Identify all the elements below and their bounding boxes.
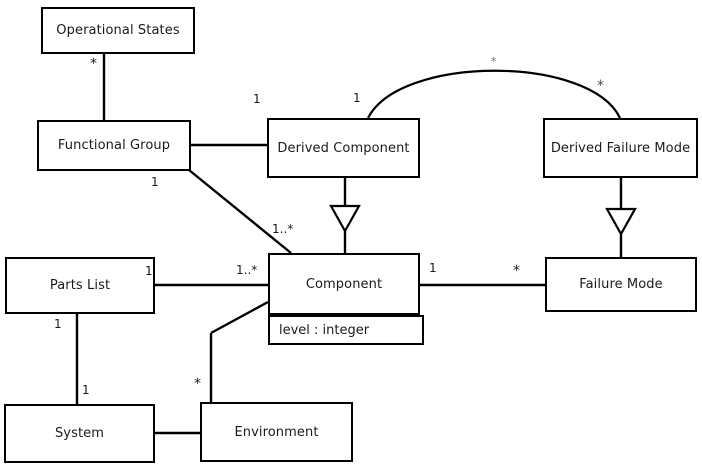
multiplicity-curve-right: * (597, 78, 604, 94)
class-box-operational-states[interactable]: Operational States (41, 7, 195, 54)
class-name-parts-list: Parts List (49, 278, 111, 293)
generalization-arrow-component (329, 204, 361, 234)
class-box-failure-mode[interactable]: Failure Mode (545, 257, 697, 312)
multiplicity-curve-left: 1 (353, 91, 361, 105)
edge-derived-component-derived-failure-mode (367, 69, 621, 119)
multiplicity-component-left: 1..* (236, 263, 258, 277)
class-box-derived-failure-mode[interactable]: Derived Failure Mode (543, 118, 698, 178)
multiplicity-component-upper-left: 1..* (272, 222, 294, 236)
multiplicity-derived-component-left: 1 (253, 92, 261, 106)
multiplicity-curve-apex: * (491, 55, 497, 68)
attribute-level: level : integer (279, 322, 370, 338)
class-name-system: System (54, 426, 105, 441)
class-name-operational-states: Operational States (56, 23, 180, 38)
class-box-system[interactable]: System (4, 404, 155, 463)
class-box-component[interactable]: Component (268, 253, 420, 315)
class-name-failure-mode: Failure Mode (579, 277, 663, 292)
edge-environment-component-diagonal (210, 300, 269, 335)
class-name-derived-failure-mode: Derived Failure Mode (550, 140, 691, 156)
multiplicity-failure-mode-left: * (513, 263, 520, 279)
multiplicity-parts-list-bottom: 1 (54, 317, 62, 331)
multiplicity-functional-group-bottom: 1 (151, 175, 159, 189)
class-box-parts-list[interactable]: Parts List (5, 257, 155, 314)
class-box-derived-component[interactable]: Derived Component (267, 118, 420, 178)
class-box-environment[interactable]: Environment (200, 402, 353, 462)
multiplicity-component-right: 1 (429, 261, 437, 275)
class-name-component: Component (305, 276, 383, 292)
multiplicity-system-top: 1 (82, 383, 90, 397)
class-box-functional-group[interactable]: Functional Group (37, 120, 191, 171)
multiplicity-environment-top: * (194, 376, 201, 392)
edge-functional-group-component (188, 169, 292, 254)
class-name-derived-component: Derived Component (277, 140, 410, 156)
class-attributes-component[interactable]: level : integer (268, 315, 424, 345)
class-name-environment: Environment (234, 424, 319, 440)
generalization-arrow-failure-mode (605, 207, 637, 237)
class-name-functional-group: Functional Group (57, 138, 171, 153)
multiplicity-operational-states-end: * (90, 56, 97, 72)
multiplicity-parts-list-right: 1 (145, 264, 153, 278)
